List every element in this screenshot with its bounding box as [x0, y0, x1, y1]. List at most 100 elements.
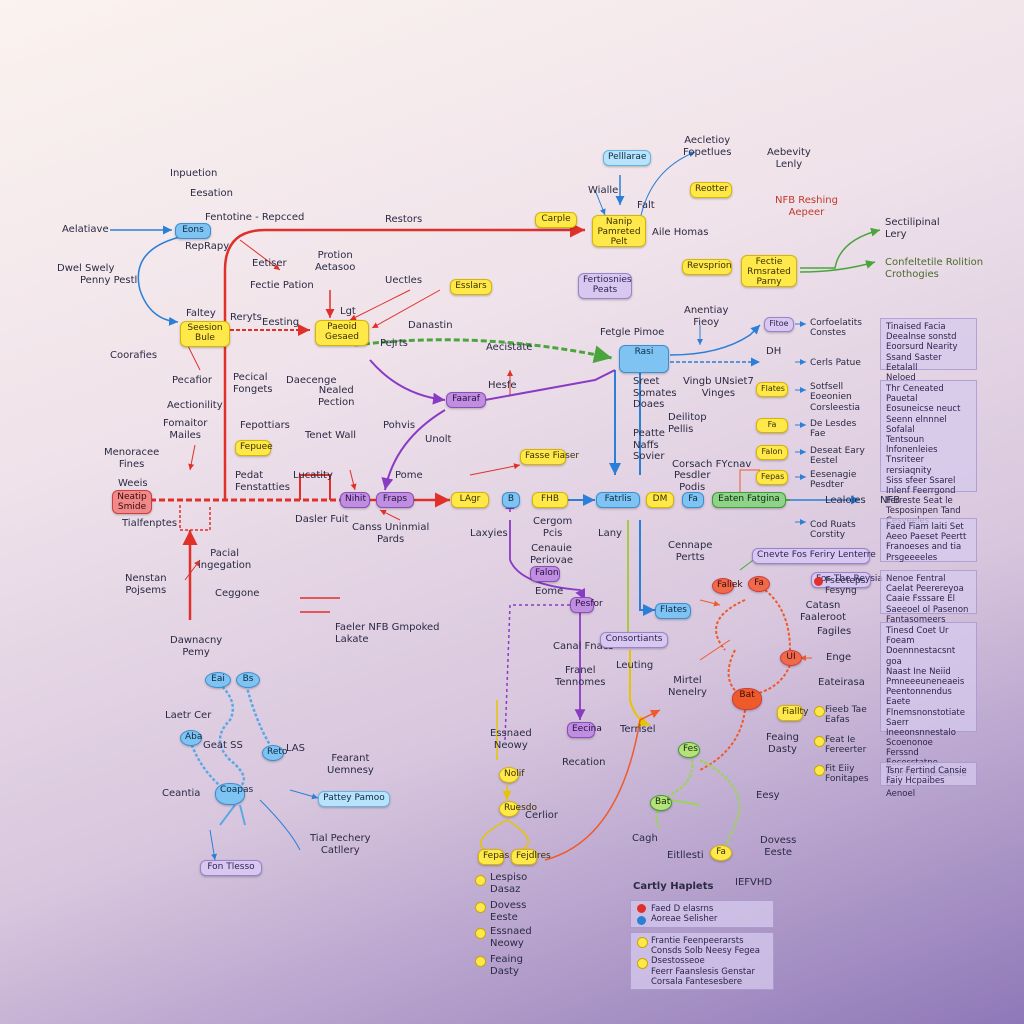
label-menorace-fines: Menoracee Fines — [104, 447, 160, 470]
node-fitoe[interactable]: Fitoe — [764, 317, 794, 332]
label-coorafies: Coorafies — [110, 350, 158, 361]
side-item-5: Deseat Eary Eestel — [810, 446, 865, 467]
node-fepuee[interactable]: Fepuee — [235, 440, 273, 456]
label-nenstan-pojsems: Nenstan Pojsems — [125, 573, 167, 596]
node-fepas-side[interactable]: Fepas — [756, 470, 788, 485]
label-deilitop-pellis: Deilitop Pellis — [668, 412, 707, 435]
node-fa-side[interactable]: Fa — [756, 418, 788, 433]
legend-dot-yellow-5 — [637, 958, 648, 969]
label-cerlior: Cerlior — [525, 810, 559, 821]
node-foe-phe[interactable]: Fos The Reysia — [811, 572, 883, 588]
label-nfb-aepeer: NFB Reshing Aepeer — [775, 195, 838, 218]
node-fepas[interactable]: Fepas — [478, 849, 509, 865]
node-cnevte-fos[interactable]: Cnevte Fos Feriry Lenterre — [752, 548, 876, 564]
node-fhb[interactable]: FHB — [532, 492, 568, 508]
node-pelllarae[interactable]: Pelllarae — [603, 150, 651, 166]
blob-faliek: Faliek — [712, 578, 743, 594]
label-enge: Enge — [826, 652, 852, 663]
label-aebevity-lenly: Aebevity Lenly — [767, 147, 811, 170]
label-fentotine: Fentotine - Repcced — [205, 212, 305, 223]
label-protion-aetasoo: Protion Aetasoo — [315, 250, 356, 273]
node-pesfor[interactable]: Pesfor — [570, 597, 603, 613]
info-panel-5: Tinesd Coet Ur Foeam Doennnestacsnt goa … — [880, 622, 977, 799]
node-esslars[interactable]: Esslars — [450, 279, 492, 295]
side-item-6: Eesenagie Pesdter — [810, 470, 857, 491]
node-flates[interactable]: Flates — [655, 603, 691, 619]
label-catasn-faaleroot: Catasn Faaleroot — [800, 600, 847, 623]
label-aile-homas: Aile Homas — [652, 227, 709, 238]
label-lealoies: Lealoies — [825, 495, 866, 506]
label-aectistate: Aecistate — [486, 342, 533, 353]
label-pejrts: Pejrts — [380, 338, 408, 349]
node-reotter[interactable]: Reotter — [690, 182, 732, 198]
info-panel-3: Faed Fiam laiti Set Aeeo Paeset Peertt F… — [880, 518, 977, 563]
node-rasi[interactable]: Rasi — [619, 345, 669, 373]
label-fetgle-pimoe: Fetgle Pimoe — [600, 327, 665, 338]
label-nealed-pection: Nealed Pection — [318, 385, 355, 408]
label-dawnacny-pemy: Dawnacny Pemy — [170, 635, 223, 658]
node-nanip-pamreted-pelt[interactable]: Nanip Pamreted Pelt — [592, 215, 646, 247]
node-nolif[interactable]: Nolif — [499, 767, 524, 783]
node-faaraf[interactable]: Faaraf — [446, 392, 486, 408]
label-repsrapy: RepRapy — [185, 241, 230, 252]
side-item-3: Sotfsell Eoeonien Corsleestia — [810, 382, 860, 413]
label-fectie-pation: Fectie Pation — [250, 280, 314, 291]
node-neatip-smide[interactable]: Neatip Smide — [112, 490, 152, 514]
label-sreet-somates-doaes: Sreet Somates Doaes — [633, 376, 677, 410]
node-fectie-reesrated-parny[interactable]: Fectie Rmsrated Parny — [741, 255, 797, 287]
blob-bat: Bat — [732, 688, 762, 710]
blob-xfl: UI — [780, 650, 802, 666]
label-eome: Eome — [535, 586, 564, 597]
label-lucatity: Lucatity — [293, 470, 333, 481]
legend-dot-yellow-1 — [814, 706, 825, 717]
label-cergom-pcis: Cergom Pcis — [533, 516, 573, 539]
node-nihit[interactable]: Nihit — [340, 492, 370, 508]
label-dandstin: Danastin — [408, 320, 453, 331]
label-eetiser: Eetiser — [252, 258, 287, 269]
label-confelitle-rolition: Confeltetile Rolition Crothogies — [885, 257, 984, 280]
label-geat-ss: Geat SS — [203, 740, 243, 751]
node-seeseen-bule[interactable]: Seesion Bule — [180, 321, 230, 347]
label-pacial-ingegation: Pacial ingegation — [198, 548, 252, 571]
node-ruesdo[interactable]: Ruesdo — [499, 801, 537, 817]
node-pattey-pamoo[interactable]: Pattey Pamoo — [318, 791, 390, 807]
blob-aba: Aba — [180, 730, 202, 746]
label-canss-uninmal-parts: Canss Uninmial Pards — [352, 522, 430, 545]
node-eaten-fatgina[interactable]: Eaten Fatgina — [712, 492, 786, 508]
side-item-4: De Lesdes Fae — [810, 419, 857, 440]
bullet-1 — [475, 875, 486, 886]
node-lagr[interactable]: LAgr — [451, 492, 489, 508]
node-fraps[interactable]: Fraps — [376, 492, 414, 508]
node-dm[interactable]: DM — [646, 492, 674, 508]
label-laxyies: Laxyies — [470, 528, 508, 539]
node-eons[interactable]: Eons — [175, 223, 211, 239]
bullet-2 — [475, 902, 486, 913]
label-aecletioy-fopetlues: Aecletioy Fopetlues — [683, 135, 732, 158]
label-cagh: Cagh — [632, 833, 658, 844]
label-recation: Recation — [562, 757, 606, 768]
node-fatrlis[interactable]: Fatrlis — [596, 492, 640, 508]
node-consortiants[interactable]: Consortiants — [600, 632, 668, 648]
node-fertiosnies-peats[interactable]: Fertiosnies Peats — [578, 273, 632, 299]
label-eesting: Eesting — [262, 317, 300, 328]
node-eecina[interactable]: Eecina — [567, 722, 602, 738]
node-falon-side[interactable]: Falon — [756, 445, 788, 460]
label-fomaitor-mailes: Fomaitor Mailes — [163, 418, 208, 441]
green-protein-chain — [655, 749, 742, 856]
node-revsprion[interactable]: Revsprion — [682, 259, 732, 275]
label-tial-pechery-catllery: Tial Pechery Catllery — [310, 833, 371, 856]
node-carple[interactable]: Carple — [535, 212, 577, 228]
node-paeoid-gesaed[interactable]: Paeoid Gesaed — [315, 320, 369, 346]
node-falon[interactable]: Falon — [530, 566, 560, 582]
label-lgt: Lgt — [340, 306, 356, 317]
node-b[interactable]: B — [502, 492, 520, 508]
label-tialfenptes: Tialfenptes — [122, 518, 178, 529]
label-terrisel: Terrisel — [620, 724, 656, 735]
label-aelatiave: Aelatiave — [62, 224, 109, 235]
node-fa[interactable]: Fa — [682, 492, 704, 508]
node-fasse-fiaser[interactable]: Fasse Fiaser — [520, 449, 579, 465]
node-fon-tlesso[interactable]: Fon Tlesso — [200, 860, 262, 876]
node-fiallty[interactable]: Fiallty — [777, 705, 808, 721]
node-flates-side[interactable]: Flates — [756, 382, 788, 397]
node-fejdlres[interactable]: Fejdlres — [511, 849, 551, 865]
